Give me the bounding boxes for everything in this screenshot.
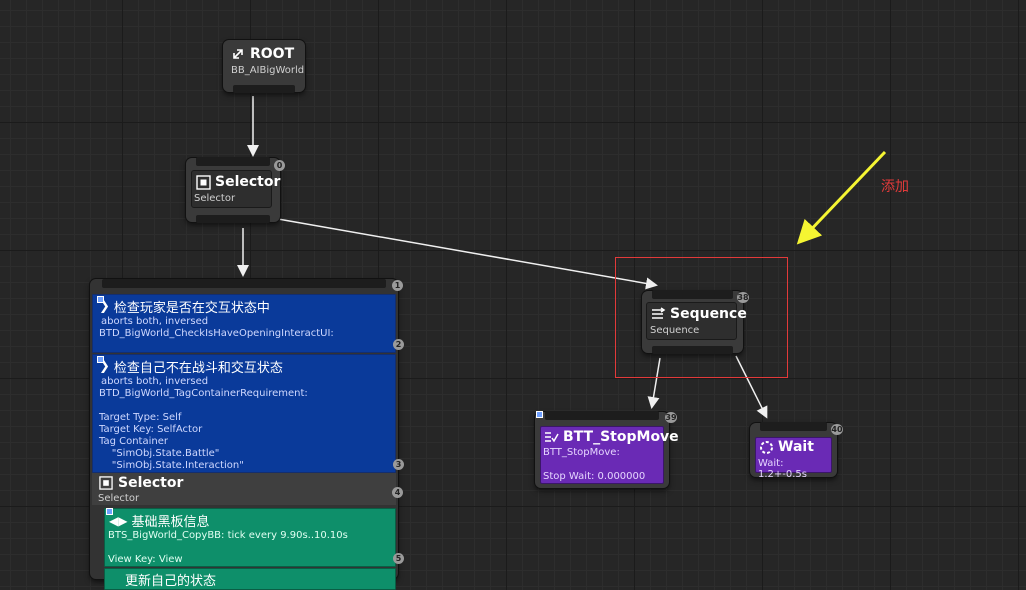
selector-output-pin[interactable] bbox=[196, 215, 270, 223]
decorator-2-line-2: BTD_BigWorld_TagContainerRequirement: bbox=[99, 388, 308, 399]
selector-index-badge: 0 bbox=[274, 160, 285, 171]
decorator-check-interact[interactable]: ❯ 检查玩家是否在交互状态中 aborts both, inversed BTD… bbox=[92, 294, 404, 353]
decorator-1-title: 检查玩家是否在交互状态中 bbox=[113, 301, 270, 316]
decorator-2-line-3 bbox=[99, 400, 395, 412]
service-line-2 bbox=[108, 542, 395, 554]
decorator-2-line-6: Tag Container bbox=[99, 436, 168, 447]
stopmove-index-badge: 39 bbox=[665, 412, 677, 423]
service-index: 5 bbox=[393, 553, 404, 564]
stopmove-input-pin[interactable] bbox=[545, 411, 659, 420]
inner-selector-header[interactable]: Selector Selector 4 bbox=[92, 473, 403, 505]
stopmove-title: BTT_StopMove bbox=[563, 429, 679, 445]
stopmove-detail: Stop Wait: 0.000000 bbox=[543, 471, 646, 482]
service-copy-bb[interactable]: ◀▶ 基础黑板信息 BTS_BigWorld_CopyBB: tick ever… bbox=[104, 508, 404, 567]
root-icon bbox=[231, 47, 245, 61]
selector-node[interactable]: 0 Selector Selector bbox=[186, 157, 285, 223]
decorator-2-line-7: "SimObj.State.Battle" bbox=[99, 448, 220, 459]
service-line-1: BTS_BigWorld_CopyBB: tick every 9.90s..1… bbox=[108, 530, 348, 541]
task-marker-icon bbox=[536, 411, 543, 418]
wait-index-badge: 40 bbox=[831, 424, 843, 435]
inner-selector-index: 4 bbox=[392, 487, 403, 498]
selector-icon bbox=[196, 175, 211, 190]
decorator-1-index: 2 bbox=[393, 339, 404, 350]
selector-input-pin[interactable] bbox=[196, 157, 270, 166]
root-subtitle: BB_AIBigWorld bbox=[231, 65, 305, 76]
wait-icon bbox=[759, 440, 773, 454]
wait-input-pin[interactable] bbox=[760, 422, 827, 431]
decorator-marker-icon bbox=[97, 356, 104, 363]
service-title: 基础黑板信息 bbox=[131, 515, 210, 530]
wire-selector-sequence bbox=[277, 218, 658, 290]
service-line-3: View Key: View bbox=[108, 554, 183, 565]
composite-input-pin[interactable] bbox=[102, 279, 386, 288]
annotation-label: 添加 bbox=[881, 179, 909, 195]
sequence-index-badge: 38 bbox=[737, 292, 749, 303]
decorator-2-line-4: Target Type: Self bbox=[99, 412, 182, 423]
decorator-2-line-8: "SimObj.State.Interaction" bbox=[99, 460, 244, 471]
decorator-1-line-1: aborts both, inversed bbox=[101, 316, 209, 327]
sequence-title: Sequence bbox=[670, 306, 747, 322]
decorator-2-line-1: aborts both, inversed bbox=[101, 376, 209, 387]
sequence-icon bbox=[651, 307, 666, 321]
task-icon bbox=[544, 430, 559, 444]
composite-index-badge: 1 bbox=[392, 280, 403, 291]
root-output-pin[interactable] bbox=[233, 85, 295, 93]
selector-subtitle: Selector bbox=[194, 193, 236, 204]
wait-title: Wait bbox=[778, 439, 814, 455]
decorator-tag-container[interactable]: ❯ 检查自己不在战斗和交互状态 aborts both, inversed BT… bbox=[92, 354, 404, 473]
selector-icon bbox=[99, 476, 113, 490]
service-update-state[interactable]: 更新自己的状态 bbox=[104, 568, 396, 590]
decorator-2-title: 检查自己不在战斗和交互状态 bbox=[113, 361, 283, 376]
root-node[interactable]: ROOT BB_AIBigWorld bbox=[223, 40, 305, 93]
selector-title: Selector bbox=[215, 174, 281, 190]
decorator-marker-icon bbox=[97, 296, 104, 303]
decorator-2-index: 3 bbox=[393, 459, 404, 470]
inner-selector-title: Selector bbox=[118, 475, 184, 491]
annotation-arrow bbox=[796, 150, 887, 245]
sequence-subtitle: Sequence bbox=[650, 325, 700, 336]
sequence-output-pin[interactable] bbox=[652, 346, 733, 354]
decorator-1-line-2: BTD_BigWorld_CheckIsHaveOpeningInteractU… bbox=[99, 328, 334, 339]
composite-selector-node[interactable]: 1 ❯ 检查玩家是否在交互状态中 aborts both, inversed B… bbox=[90, 279, 404, 590]
stopmove-subtitle: BTT_StopMove: bbox=[543, 447, 620, 458]
stopmove-task-node[interactable]: 39 BTT_StopMove BTT_StopMove: Stop Wait:… bbox=[535, 411, 679, 488]
root-title: ROOT bbox=[250, 46, 295, 62]
service-icon: ◀▶ bbox=[109, 513, 128, 528]
service-marker-icon bbox=[106, 508, 113, 515]
decorator-icon: ❯ bbox=[99, 359, 110, 374]
sequence-input-pin[interactable] bbox=[652, 290, 733, 299]
decorator-icon: ❯ bbox=[99, 299, 110, 314]
decorator-2-line-5: Target Key: SelfActor bbox=[99, 424, 203, 435]
sequence-node[interactable]: 38 Sequence Sequence bbox=[642, 290, 749, 354]
inner-selector-subtitle: Selector bbox=[98, 493, 140, 504]
wait-detail: Wait: 1.2+-0.5s bbox=[758, 458, 808, 480]
service-partial-title: 更新自己的状态 bbox=[125, 574, 217, 589]
wait-task-node[interactable]: 40 Wait Wait: 1.2+-0.5s bbox=[750, 422, 843, 480]
annotation-highlight-box bbox=[615, 257, 788, 378]
